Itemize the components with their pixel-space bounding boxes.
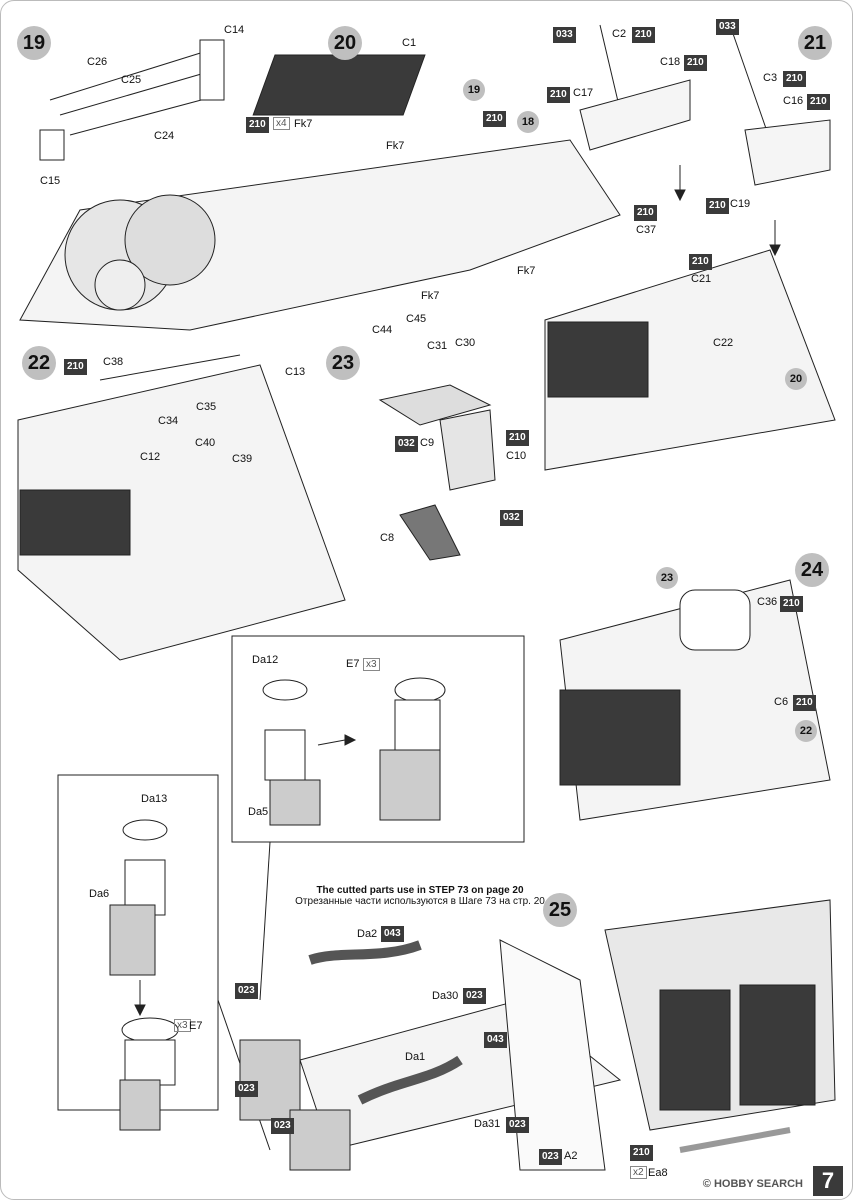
- note-english: The cutted parts use in STEP 73 on page …: [316, 885, 524, 896]
- part-label: C6: [774, 696, 789, 708]
- part-label: Da6: [89, 888, 110, 900]
- part-label: Da1: [405, 1051, 426, 1063]
- part-label: Fk7: [517, 265, 536, 277]
- sub-assembly-ref: 19: [463, 79, 485, 101]
- part-label: C38: [103, 356, 124, 368]
- part-label: Da2: [357, 928, 378, 940]
- part-label: C18: [660, 56, 681, 68]
- part-label: Da12: [252, 654, 279, 666]
- paint-code-badge: 210: [706, 198, 729, 214]
- step-number: 23: [326, 346, 360, 380]
- cut-parts-note: The cutted parts use in STEP 73 on page …: [295, 885, 545, 907]
- paint-code-badge: 043: [484, 1032, 507, 1048]
- paint-code-badge: 023: [463, 988, 486, 1004]
- part-label: C9: [420, 437, 435, 449]
- part-label: C14: [224, 24, 245, 36]
- paint-code-badge: 032: [500, 510, 523, 526]
- part-label: Ea8: [648, 1167, 668, 1179]
- quantity-multiplier: x4: [273, 117, 290, 130]
- sub-assembly-ref: 20: [785, 368, 807, 390]
- quantity-multiplier: x3: [363, 658, 380, 671]
- paint-code-badge: 210: [246, 117, 269, 133]
- paint-code-badge: 210: [506, 430, 529, 446]
- part-label: Da5: [248, 806, 269, 818]
- part-label: C15: [40, 175, 61, 187]
- paint-code-badge: 043: [381, 926, 404, 942]
- paint-code-badge: 210: [793, 695, 816, 711]
- quantity-multiplier: x2: [630, 1166, 647, 1179]
- part-label: A2: [564, 1150, 578, 1162]
- part-label: E7: [189, 1020, 203, 1032]
- part-label: C10: [506, 450, 527, 462]
- sub-assembly-ref: 22: [795, 720, 817, 742]
- part-label: Fk7: [386, 140, 405, 152]
- quantity-multiplier: x3: [174, 1019, 191, 1032]
- paint-code-badge: 023: [235, 983, 258, 999]
- part-label: C21: [691, 273, 712, 285]
- part-label: E7: [346, 658, 360, 670]
- step-number: 21: [798, 26, 832, 60]
- paint-code-badge: 210: [547, 87, 570, 103]
- paint-code-badge: 210: [630, 1145, 653, 1161]
- part-label: C34: [158, 415, 179, 427]
- paint-code-badge: 033: [553, 27, 576, 43]
- part-label: C31: [427, 340, 448, 352]
- part-label: C26: [87, 56, 108, 68]
- sub-assembly-ref: 18: [517, 111, 539, 133]
- step-number: 20: [328, 26, 362, 60]
- page-number: 7: [813, 1166, 843, 1196]
- paint-code-badge: 210: [684, 55, 707, 71]
- part-label: C3: [763, 72, 778, 84]
- part-label: C36: [757, 596, 778, 608]
- paint-code-badge: 210: [632, 27, 655, 43]
- paint-code-badge: 210: [780, 596, 803, 612]
- note-russian: Отрезанные части используются в Шаге 73 …: [295, 896, 545, 907]
- part-label: C40: [195, 437, 216, 449]
- paint-code-badge: 023: [539, 1149, 562, 1165]
- part-label: C12: [140, 451, 161, 463]
- step-number: 25: [543, 893, 577, 927]
- part-label: C37: [636, 224, 657, 236]
- part-label: Da13: [141, 793, 168, 805]
- part-label: C35: [196, 401, 217, 413]
- part-label: C39: [232, 453, 253, 465]
- sub-assembly-ref: 23: [656, 567, 678, 589]
- part-label: C17: [573, 87, 594, 99]
- paint-code-badge: 023: [271, 1118, 294, 1134]
- part-label: C2: [612, 28, 627, 40]
- paint-code-badge: 023: [506, 1117, 529, 1133]
- part-label: C24: [154, 130, 175, 142]
- paint-code-badge: 033: [716, 19, 739, 35]
- part-label: C45: [406, 313, 427, 325]
- part-label: Da31: [474, 1118, 501, 1130]
- part-label: C13: [285, 366, 306, 378]
- part-label: Fk7: [294, 118, 313, 130]
- watermark: © HOBBY SEARCH: [702, 1178, 803, 1190]
- part-label: C25: [121, 74, 142, 86]
- part-label: C30: [455, 337, 476, 349]
- paint-code-badge: 210: [689, 254, 712, 270]
- paint-code-badge: 210: [807, 94, 830, 110]
- part-label: C1: [402, 37, 417, 49]
- paint-code-badge: 210: [634, 205, 657, 221]
- part-label: C22: [713, 337, 734, 349]
- step-number: 24: [795, 553, 829, 587]
- part-label: C19: [730, 198, 751, 210]
- part-label: Fk7: [421, 290, 440, 302]
- step-number: 22: [22, 346, 56, 380]
- paint-code-badge: 032: [395, 436, 418, 452]
- paint-code-badge: 023: [235, 1081, 258, 1097]
- part-label: C16: [783, 95, 804, 107]
- paint-code-badge: 210: [483, 111, 506, 127]
- paint-code-badge: 210: [64, 359, 87, 375]
- paint-code-badge: 210: [783, 71, 806, 87]
- step-number: 19: [17, 26, 51, 60]
- part-label: Da30: [432, 990, 459, 1002]
- part-label: C44: [372, 324, 393, 336]
- part-label: C8: [380, 532, 395, 544]
